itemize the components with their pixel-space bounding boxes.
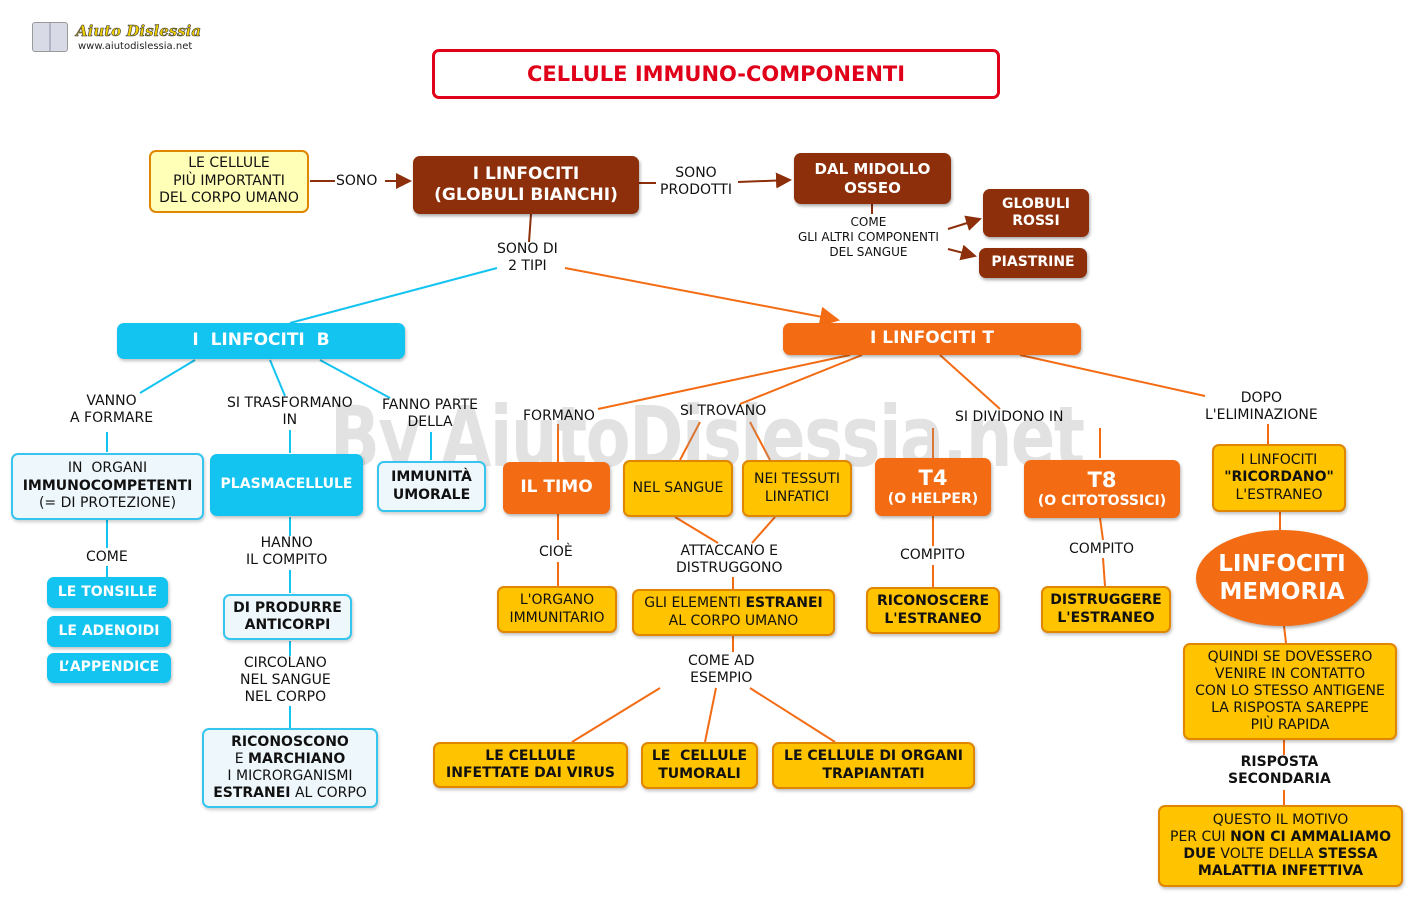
node-linfociti-ricordano: I LINFOCITI "RICORDANO" L'ESTRANEO	[1212, 444, 1346, 512]
label-fanno-parte: FANNO PARTE DELLA	[382, 397, 478, 430]
label-compito-t4: COMPITO	[900, 547, 966, 563]
node-il-timo: IL TIMO	[503, 462, 610, 514]
node-globuli-rossi: GLOBULI ROSSI	[983, 189, 1089, 237]
label-formano: FORMANO	[523, 408, 595, 424]
label-come-ad-esempio: COME AD ESEMPIO	[688, 653, 755, 686]
node-immunita-umorale: IMMUNITÀ UMORALE	[377, 461, 486, 512]
node-produrre-anticorpi: DI PRODURRE ANTICORPI	[223, 594, 352, 640]
node-plasmacellule: PLASMACELLULE	[210, 454, 363, 516]
node-riconoscono-marchiano: RICONOSCONO E MARCHIANO I MICRORGANISMI …	[202, 728, 378, 808]
label-sono-di-2-tipi: SONO DI 2 TIPI	[497, 241, 558, 274]
node-t4: T4 (O HELPER)	[875, 458, 991, 516]
node-tessuti-linfatici: NEI TESSUTI LINFATICI	[742, 460, 852, 517]
node-organi-immunocompetenti: IN ORGANI IMMUNOCOMPETENTI (= DI PROTEZI…	[11, 453, 204, 520]
label-come-altri-componenti: COME GLI ALTRI COMPONENTI DEL SANGUE	[798, 215, 939, 259]
label-dopo-eliminazione: DOPO L'ELIMINAZIONE	[1205, 390, 1318, 423]
node-riconoscere-estraneo: RICONOSCERE L'ESTRANEO	[866, 587, 1000, 634]
node-organo-immunitario: L'ORGANO IMMUNITARIO	[497, 586, 617, 633]
site-logo[interactable]: Aiuto Dislessia www.aiutodislessia.net	[32, 20, 201, 60]
label-si-dividono-in: SI DIVIDONO IN	[955, 409, 1064, 425]
title-text: CELLULE IMMUNO-COMPONENTI	[526, 61, 906, 86]
label-si-trovano: SI TROVANO	[680, 403, 767, 419]
node-linfociti-memoria: LINFOCITI MEMORIA	[1196, 530, 1368, 626]
node-cellule-infettate: LE CELLULE INFETTATE DAI VIRUS	[433, 742, 628, 788]
page-title: CELLULE IMMUNO-COMPONENTI	[432, 49, 1000, 99]
node-nel-sangue: NEL SANGUE	[623, 460, 733, 517]
node-piastrine: PIASTRINE	[979, 248, 1087, 278]
label-sono-prodotti: SONO PRODOTTI	[660, 165, 732, 198]
node-important-cells: LE CELLULE PIÙ IMPORTANTI DEL CORPO UMAN…	[149, 150, 309, 213]
logo-url: www.aiutodislessia.net	[78, 41, 193, 52]
node-organi-trapiantati: LE CELLULE DI ORGANI TRAPIANTATI	[772, 742, 975, 789]
label-compito-t8: COMPITO	[1069, 541, 1135, 557]
label-attaccano-distruggono: ATTACCANO E DISTRUGGONO	[676, 543, 783, 576]
node-quindi-se-dovessero: QUINDI SE DOVESSERO VENIRE IN CONTATTO C…	[1183, 643, 1397, 740]
label-si-trasformano: SI TRASFORMANO IN	[227, 395, 353, 428]
node-linfociti: I LINFOCITI (GLOBULI BIANCHI)	[413, 156, 639, 214]
label-vanno-a-formare: VANNO A FORMARE	[70, 393, 154, 426]
logo-name: Aiuto Dislessia	[76, 22, 202, 41]
node-t8: T8 (O CITOTOSSICI)	[1024, 460, 1180, 518]
node-midollo-osseo: DAL MIDOLLO OSSEO	[794, 153, 951, 204]
label-circolano: CIRCOLANO NEL SANGUE NEL CORPO	[240, 655, 331, 705]
label-come: COME	[86, 549, 128, 565]
node-appendice: L’APPENDICE	[47, 653, 171, 683]
label-risposta-secondaria: RISPOSTA SECONDARIA	[1228, 754, 1331, 787]
node-tonsille: LE TONSILLE	[47, 577, 168, 608]
node-questo-il-motivo: QUESTO IL MOTIVO PER CUI NON CI AMMALIAM…	[1158, 805, 1403, 887]
book-icon	[32, 22, 68, 52]
node-adenoidi: LE ADENOIDI	[47, 616, 171, 647]
node-cellule-tumorali: LE CELLULE TUMORALI	[641, 742, 758, 789]
label-hanno-il-compito: HANNO IL COMPITO	[246, 535, 328, 568]
node-linfociti-b: I LINFOCITI B	[117, 323, 405, 359]
node-distruggere-estraneo: DISTRUGGERE L'ESTRANEO	[1041, 586, 1171, 633]
node-linfociti-t: I LINFOCITI T	[783, 323, 1081, 355]
node-elementi-estranei: GLI ELEMENTI ESTRANEI AL CORPO UMANO	[632, 589, 835, 636]
label-cioe: CIOÈ	[539, 544, 573, 560]
label-sono: SONO	[336, 173, 378, 189]
